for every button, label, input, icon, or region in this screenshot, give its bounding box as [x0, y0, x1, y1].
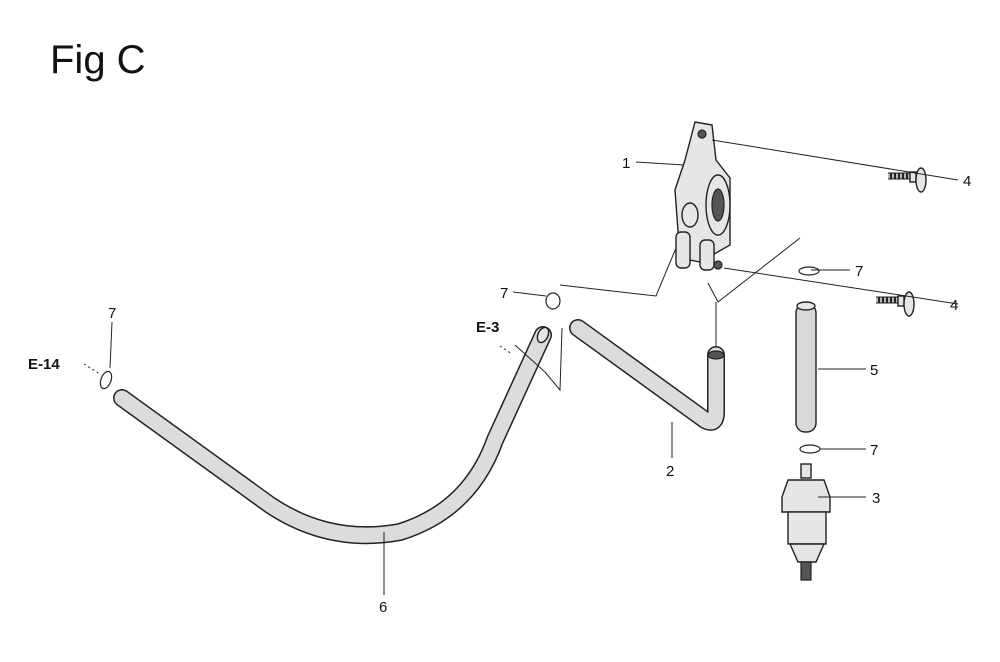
callout-4-lower: 4	[950, 297, 958, 314]
callout-6: 6	[379, 599, 387, 616]
fuel-hose-5	[795, 301, 817, 433]
callout-7-upper-right: 7	[855, 263, 863, 280]
callout-4-upper: 4	[963, 173, 971, 190]
hose-clip-7-lower-right	[799, 444, 821, 454]
callout-5: 5	[870, 362, 878, 379]
fuel-hose-6	[113, 326, 552, 545]
screw-4-lower	[876, 291, 915, 317]
fuel-hose-2	[569, 319, 725, 431]
leader-lines	[83, 139, 959, 595]
callout-1: 1	[622, 155, 630, 172]
callout-7-lower-right: 7	[870, 442, 878, 459]
hose-clip-7-left	[99, 370, 113, 390]
callout-7-center: 7	[500, 285, 508, 302]
ref-label-e14: E-14	[28, 356, 60, 373]
fuel-pump-1	[674, 121, 731, 271]
hose-clip-7-upper-right	[798, 266, 820, 276]
hose-clip-7-center	[545, 292, 561, 310]
fuel-filter-3	[781, 463, 831, 581]
callout-3: 3	[872, 490, 880, 507]
callout-7-left: 7	[108, 305, 116, 322]
callout-2: 2	[666, 463, 674, 480]
ref-label-e3: E-3	[476, 319, 499, 336]
figure-title: Fig C	[50, 38, 146, 82]
